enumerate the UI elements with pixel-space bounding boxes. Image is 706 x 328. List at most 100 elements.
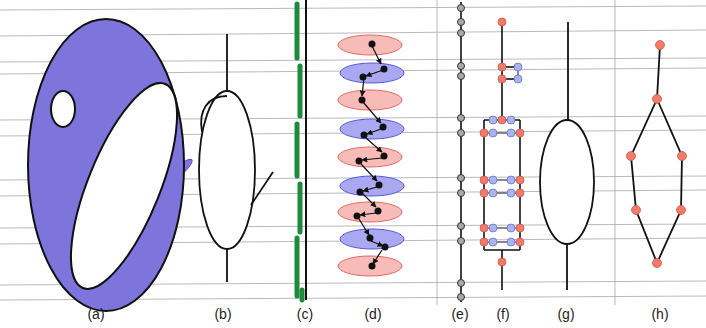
large-hole: [49, 71, 198, 302]
slices-d: [338, 35, 404, 276]
slice-red: [338, 90, 402, 110]
graph-e: [458, 2, 465, 302]
slice-blue: [340, 176, 404, 196]
point: [369, 41, 376, 48]
small-hole: [51, 91, 75, 127]
point: [376, 182, 383, 189]
graph-f-blue: [489, 63, 522, 246]
skeleton-line: [226, 249, 228, 282]
graph-edge: [501, 250, 503, 290]
slice-blue: [340, 119, 404, 139]
vertex: [458, 280, 465, 287]
vertex-red: [516, 189, 524, 197]
interval-bar: [295, 4, 300, 58]
flow-arrow: [362, 193, 376, 207]
flow-arrow: [373, 250, 382, 264]
point: [356, 158, 363, 165]
axis-line: [305, 0, 307, 300]
graph-line: [567, 22, 569, 120]
vertex-blue: [507, 116, 515, 124]
vertex-red: [516, 176, 524, 184]
vertex-red: [516, 238, 524, 246]
vertex-red: [498, 63, 506, 71]
vertex-red: [632, 206, 641, 215]
interval-bar: [298, 184, 303, 232]
vertex: [458, 30, 465, 37]
flow-arrow: [359, 219, 369, 235]
vertex-blue: [514, 63, 522, 71]
vertex-red: [516, 224, 524, 232]
vertex: [458, 130, 465, 137]
panel-label: (e): [451, 306, 468, 323]
flow-arrow: [366, 70, 383, 76]
vertex-red: [480, 224, 488, 232]
vertex-blue: [489, 189, 497, 197]
graph-f: [484, 22, 520, 290]
vertex-red: [627, 152, 636, 161]
vertex: [458, 175, 465, 182]
interval-bar: [295, 124, 300, 176]
graph-f-red: [480, 18, 524, 266]
vertex-blue: [507, 129, 515, 137]
vertex: [458, 63, 465, 70]
point: [367, 235, 374, 242]
vertex-red: [480, 238, 488, 246]
graph-line: [566, 244, 568, 290]
interval-bar: [300, 290, 305, 300]
vertex-red: [516, 129, 524, 137]
vertex-blue: [489, 176, 497, 184]
panel-label: (h): [651, 306, 668, 323]
vertex: [458, 190, 465, 197]
vertex-red: [498, 116, 506, 124]
vertex-blue: [489, 129, 497, 137]
flow-arrow: [360, 213, 376, 215]
vertex: [458, 115, 465, 122]
vertex-red: [677, 206, 686, 215]
flow-dots: [354, 41, 389, 270]
vertex: [458, 223, 465, 230]
vertex-red: [480, 129, 488, 137]
flow-arrow: [363, 187, 377, 191]
point: [361, 132, 368, 139]
point: [369, 263, 376, 270]
vertex: [458, 5, 465, 12]
vertex-red: [498, 258, 506, 266]
flow-arrow: [363, 102, 381, 123]
point: [357, 189, 364, 196]
panel-label: (c): [297, 306, 313, 323]
panel-label: (d): [364, 306, 381, 323]
flow-arrow: [372, 46, 381, 64]
point: [380, 124, 387, 131]
graph-loop: [540, 120, 594, 244]
vertex-blue: [507, 224, 515, 232]
vertex-red: [656, 41, 665, 50]
shape-a: [28, 19, 199, 311]
vertex: [458, 19, 465, 26]
vertex-red: [653, 95, 662, 104]
vertex: [458, 294, 465, 301]
point: [375, 208, 382, 215]
slice-blue: [340, 63, 404, 83]
vertex-red: [480, 176, 488, 184]
vertex-blue: [489, 116, 497, 124]
graph-g: [540, 22, 594, 290]
point: [381, 153, 388, 160]
graph-line: [460, 2, 462, 302]
point: [354, 213, 361, 220]
flow-arrow: [362, 78, 364, 96]
flow-arrow: [371, 241, 383, 246]
skeleton-arc: [201, 96, 227, 132]
vertex-red: [498, 18, 506, 26]
separator-line: [615, 0, 616, 305]
vertex-blue: [507, 238, 515, 246]
flow-arrow: [362, 158, 382, 160]
slice-red: [338, 256, 402, 276]
point: [381, 66, 388, 73]
vertex-red: [498, 75, 506, 83]
graph-edges: [631, 45, 682, 263]
panel-label: (a): [87, 306, 104, 323]
vertex-red: [653, 259, 662, 268]
vertex-blue: [489, 224, 497, 232]
